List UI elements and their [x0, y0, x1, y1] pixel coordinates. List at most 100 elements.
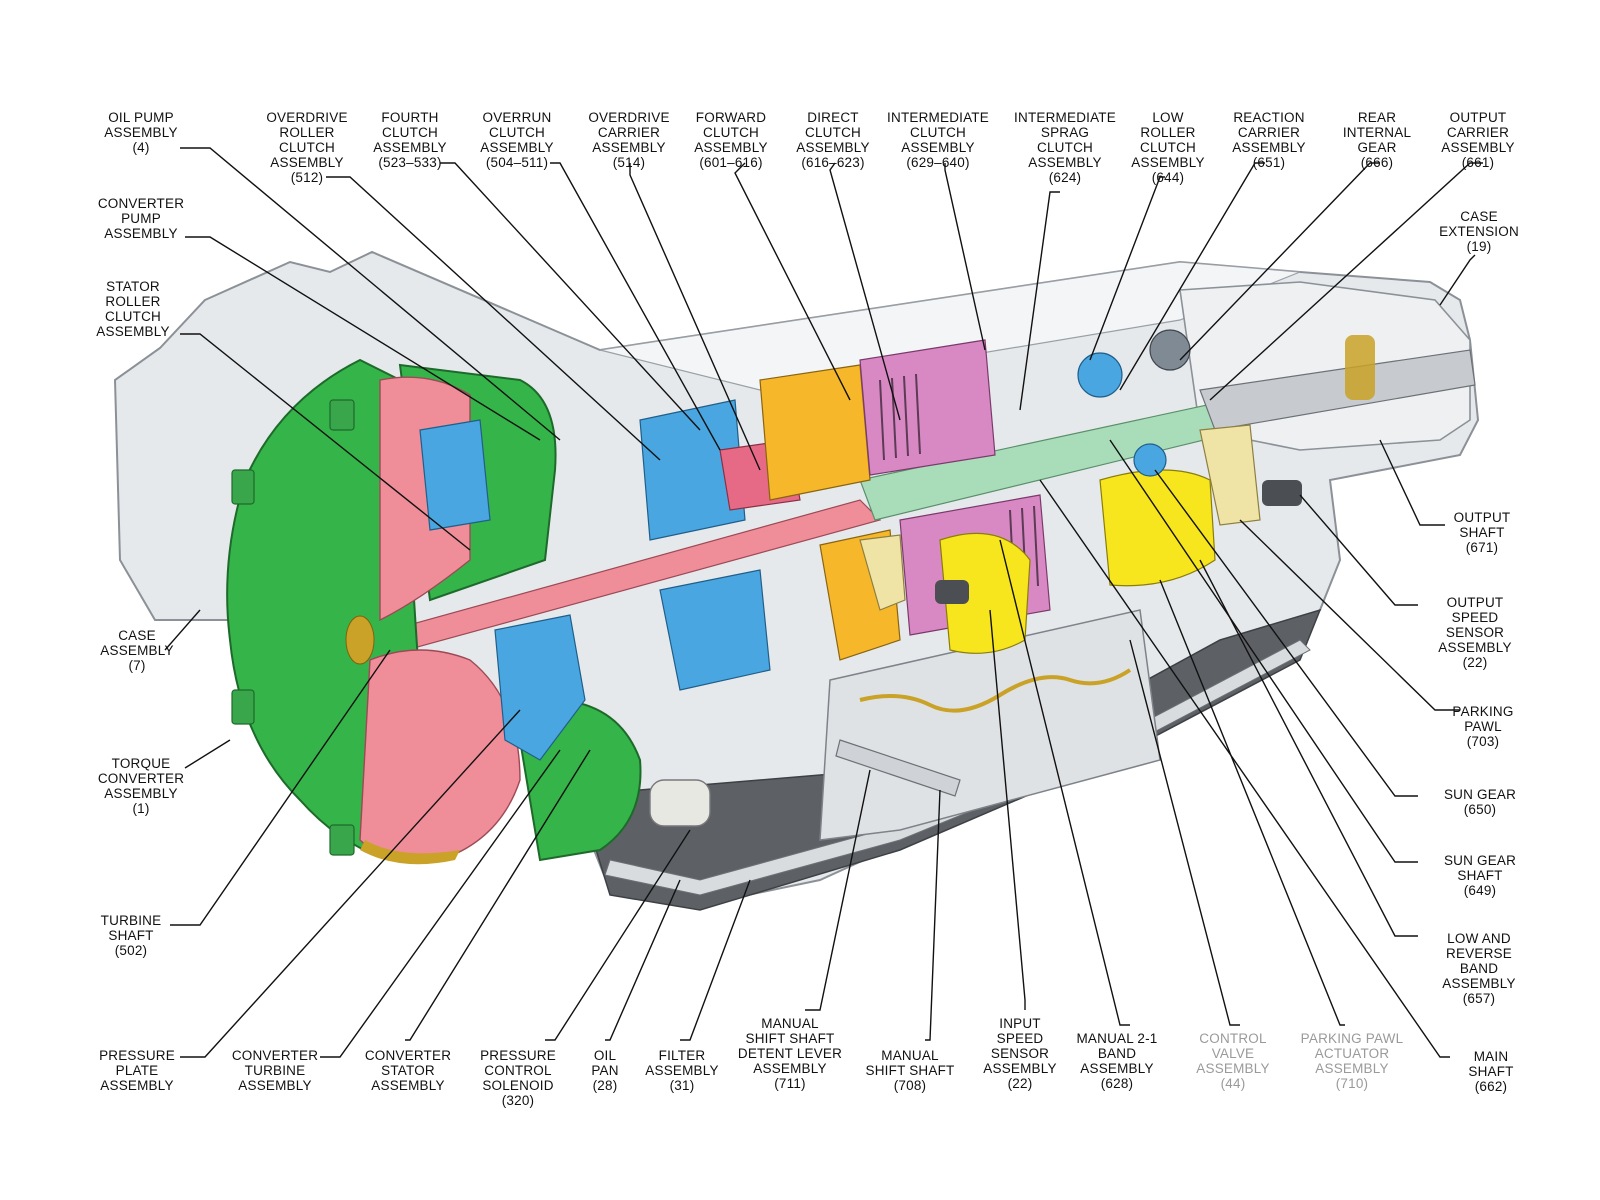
fourth-clutch-assembly-line-3: ASSEMBLY — [373, 140, 446, 155]
converter-pump-assembly-line-3: ASSEMBLY — [104, 226, 177, 241]
sun-gear-shaft-line-3: (649) — [1464, 883, 1497, 898]
converter-turbine-assembly-line-2: TURBINE — [245, 1063, 306, 1078]
output-speed-sensor-assembly-line-4: ASSEMBLY — [1438, 640, 1511, 655]
parking-pawl-actuator-assembly-line-1: PARKING PAWL — [1301, 1031, 1404, 1046]
forward-clutch-assembly-line-2: CLUTCH — [703, 125, 759, 140]
control-valve-assembly-line-4: (44) — [1221, 1076, 1246, 1091]
converter-turbine-assembly-line-3: ASSEMBLY — [238, 1078, 311, 1093]
label-sun-gear: SUN GEAR(650) — [1444, 787, 1516, 817]
parking-actuator-bracket — [859, 534, 906, 611]
intermediate-sprag-clutch-assembly-line-2: SPRAG — [1041, 125, 1089, 140]
filter-assembly-line-2: ASSEMBLY — [645, 1063, 718, 1078]
overdrive-carrier-assembly-line-1: OVERDRIVE — [588, 110, 669, 125]
manual-shift-shaft-line-1: MANUAL — [881, 1048, 939, 1063]
parking-pawl-actuator-assembly-line-4: (710) — [1336, 1076, 1369, 1091]
overdrive-roller-clutch-assembly-line-1: OVERDRIVE — [266, 110, 347, 125]
parking-pawl-line-3: (703) — [1467, 734, 1500, 749]
intermediate-clutch-assembly-line-2: CLUTCH — [910, 125, 966, 140]
intermediate-clutch-body — [859, 339, 996, 476]
manual-shift-shaft-detent-lever-assembly-line-3: DETENT LEVER — [738, 1046, 842, 1061]
case-assembly-line-3: (7) — [128, 658, 145, 673]
rear-internal-gear-line-1: REAR — [1358, 110, 1396, 125]
output-shaft-bushing — [1345, 335, 1375, 400]
overdrive-roller-clutch-assembly-line-4: ASSEMBLY — [270, 155, 343, 170]
overrun-clutch-assembly-line-4: (504–511) — [486, 155, 548, 170]
converter-stator-assembly-line-3: ASSEMBLY — [371, 1078, 444, 1093]
oil-pump-assembly-line-1: OIL PUMP — [108, 110, 174, 125]
stator-roller-clutch-assembly-line-1: STATOR — [106, 279, 160, 294]
valve-body-channels — [859, 668, 1132, 713]
torque-converter-assembly-line-3: ASSEMBLY — [104, 786, 177, 801]
control-valve-assembly-line-1: CONTROL — [1199, 1031, 1267, 1046]
pressure-plate-assembly-line-3: ASSEMBLY — [100, 1078, 173, 1093]
control-valve-body — [819, 609, 1161, 841]
band-yellow — [939, 532, 1031, 654]
sun-gear-line-2: (650) — [1464, 802, 1497, 817]
turbine-shaft-line-2: SHAFT — [108, 928, 153, 943]
output-carrier-assembly-line-4: (661) — [1462, 155, 1495, 170]
case-extension-line-1: CASE — [1460, 209, 1498, 224]
overdrive-carrier-assembly-line-4: (514) — [613, 155, 646, 170]
intermediate-clutch-assembly-line-1: INTERMEDIATE — [887, 110, 989, 125]
input-speed-sensor-assembly-line-5: (22) — [1008, 1076, 1033, 1091]
output-shaft-body — [1199, 349, 1476, 431]
converter-stator-assembly-line-2: STATOR — [381, 1063, 435, 1078]
input-speed-sensor-assembly-line-4: ASSEMBLY — [983, 1061, 1056, 1076]
turbine-shaft-line-1: TURBINE — [101, 913, 162, 928]
torque-converter-assembly-line-4: (1) — [132, 801, 149, 816]
manual-2-1-band-assembly-line-2: BAND — [1098, 1046, 1136, 1061]
overdrive-lower — [659, 569, 771, 691]
parking-pawl-bracket — [1199, 424, 1261, 526]
torque-converter-assembly-line-2: CONVERTER — [98, 771, 184, 786]
pressure-control-solenoid-line-4: (320) — [502, 1093, 535, 1108]
manual-shift-shaft-line-3: (708) — [894, 1078, 927, 1093]
sun-gear-shape — [1133, 443, 1167, 477]
low-and-reverse-band-assembly-line-1: LOW AND — [1447, 931, 1511, 946]
main-shaft-line-3: (662) — [1475, 1079, 1508, 1094]
intermediate-sprag-clutch-assembly-line-4: ASSEMBLY — [1028, 155, 1101, 170]
oil-pump-assembly-line-3: (4) — [132, 140, 149, 155]
pump-blue — [419, 419, 491, 531]
converter-turbine-assembly-line-1: CONVERTER — [232, 1048, 318, 1063]
rear-internal-gear-line-4: (666) — [1361, 155, 1394, 170]
case-assembly-line-2: ASSEMBLY — [100, 643, 173, 658]
manual-2-1-band-assembly-line-1: MANUAL 2-1 — [1076, 1031, 1157, 1046]
intermediate-clutch-assembly-line-3: ASSEMBLY — [901, 140, 974, 155]
stator-roller-clutch-assembly-line-4: ASSEMBLY — [96, 324, 169, 339]
overdrive-roller-clutch-assembly-line-2: ROLLER — [279, 125, 334, 140]
direct-clutch-assembly-line-3: ASSEMBLY — [796, 140, 869, 155]
pressure-plate-assembly-line-1: PRESSURE — [99, 1048, 175, 1063]
low-and-reverse-band-assembly-line-3: BAND — [1460, 961, 1498, 976]
reaction-carrier-assembly-line-1: REACTION — [1233, 110, 1304, 125]
manual-shift-shaft-detent-lever-assembly-line-5: (711) — [774, 1076, 806, 1091]
parking-pawl-line-2: PAWL — [1464, 719, 1502, 734]
case-extension-line-3: (19) — [1467, 239, 1492, 254]
manual-2-1-band-assembly-line-4: (628) — [1101, 1076, 1134, 1091]
direct-clutch-assembly-line-4: (616–623) — [801, 155, 864, 170]
manual-shift-shaft-detent-lever-assembly-line-2: SHIFT SHAFT — [746, 1031, 835, 1046]
intermediate-clutch-assembly-line-4: (629–640) — [906, 155, 969, 170]
